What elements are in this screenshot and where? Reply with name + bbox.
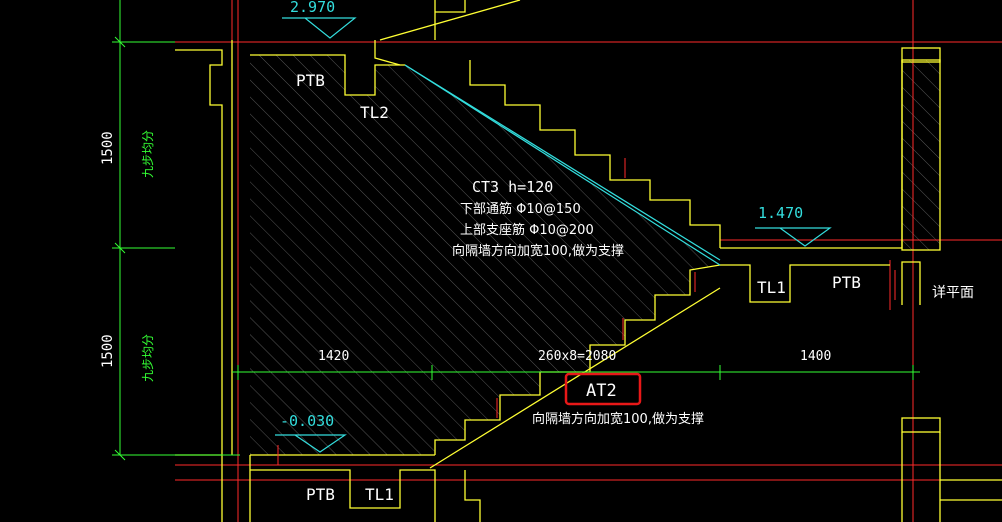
elevation-top: 2.970 bbox=[290, 0, 335, 16]
dim-bottom-left: 1420 bbox=[318, 349, 349, 364]
label-at2: AT2 bbox=[586, 381, 617, 401]
label-detail-plan: 详平面 bbox=[932, 285, 974, 301]
dimension-lines bbox=[112, 0, 920, 461]
ct3-line2: 上部支座筋 Φ10@200 bbox=[460, 222, 594, 238]
ct3-line3: 向隔墙方向加宽100,做为支撑 bbox=[452, 243, 624, 259]
drawing-labels: 2.970 PTB TL2 CT3 h=120 下部通筋 Φ10@150 上部支… bbox=[100, 0, 974, 504]
elevation-markers bbox=[275, 17, 832, 453]
label-tl2: TL2 bbox=[360, 103, 389, 122]
label-ptb-right: PTB bbox=[832, 273, 861, 292]
label-tl1-bottom: TL1 bbox=[365, 485, 394, 504]
dim-left-upper-note: 九步均分 bbox=[141, 130, 155, 178]
dim-left-upper: 1500 bbox=[100, 131, 116, 165]
stair-outline bbox=[175, 0, 1002, 522]
dim-left-lower-note: 九步均分 bbox=[141, 334, 155, 382]
ct3-title: CT3 h=120 bbox=[472, 178, 553, 196]
step-ticks bbox=[277, 158, 896, 465]
dim-bottom-right: 1400 bbox=[800, 349, 831, 364]
at2-highlight-box[interactable] bbox=[564, 372, 642, 406]
label-ptb-bottom: PTB bbox=[306, 485, 335, 504]
dim-bottom-mid: 260x8=2080 bbox=[538, 349, 616, 364]
label-tl1-right: TL1 bbox=[757, 278, 786, 297]
elevation-bottom: -0.030 bbox=[280, 412, 334, 430]
dim-left-lower: 1500 bbox=[100, 334, 116, 368]
at2-note: 向隔墙方向加宽100,做为支撑 bbox=[532, 411, 704, 427]
ct3-line1: 下部通筋 Φ10@150 bbox=[460, 201, 581, 217]
slab-lines bbox=[404, 64, 721, 266]
elevation-mid: 1.470 bbox=[758, 204, 803, 222]
label-ptb-top: PTB bbox=[296, 71, 325, 90]
hatched-concrete bbox=[250, 55, 940, 455]
axis-lines bbox=[175, 0, 1002, 522]
